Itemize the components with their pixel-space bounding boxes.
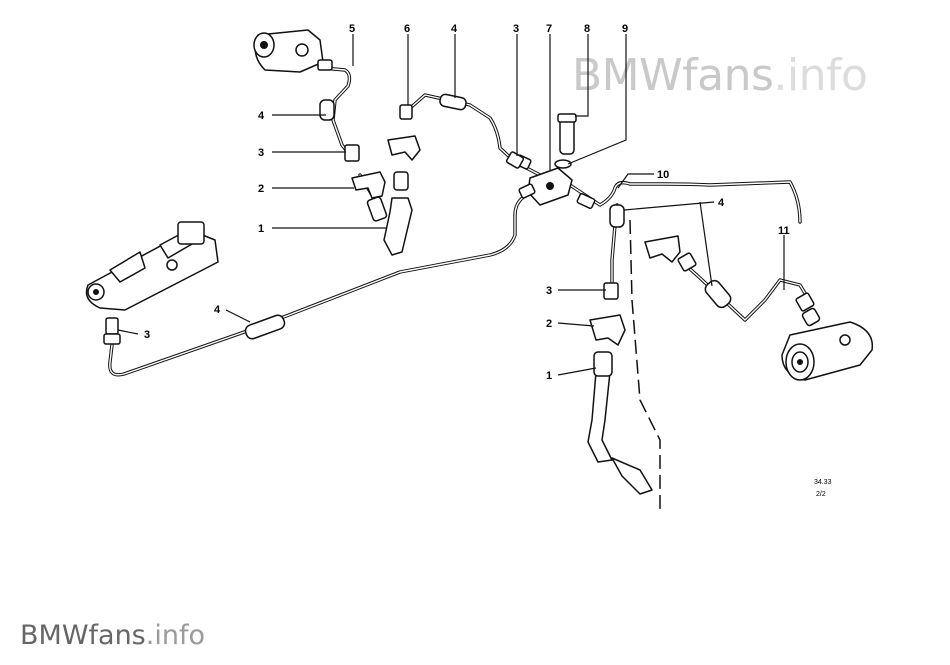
wheel-cylinder-rear-right <box>781 307 874 381</box>
watermark-top: BMWfans.info <box>572 50 867 101</box>
callout-6: 6 <box>404 23 410 35</box>
callout-11: 11 <box>778 225 790 237</box>
protective-sleeves <box>244 93 732 340</box>
master-cylinder <box>85 221 219 345</box>
callout-4-top: 4 <box>451 23 458 35</box>
callout-3-bottom-left: 3 <box>144 329 150 341</box>
brake-hose-front-left <box>366 171 413 256</box>
callout-1-left: 1 <box>258 223 264 235</box>
drawing-code-number: 34.33 <box>814 479 832 486</box>
drawing-code: 34.33 2/2 <box>814 479 832 498</box>
callout-7: 7 <box>546 23 552 35</box>
assembly-guide-line <box>629 219 661 510</box>
drawing-code-sheet: 2/2 <box>816 491 826 498</box>
callout-4-bottom: 4 <box>214 304 221 316</box>
brake-distributor <box>514 154 596 210</box>
callout-4-left: 4 <box>258 110 265 122</box>
callout-10: 10 <box>657 169 669 181</box>
callout-3-right: 3 <box>546 285 552 297</box>
pipe-fittings <box>344 104 815 312</box>
callout-2-left: 2 <box>258 183 264 195</box>
bolt-and-washer <box>554 113 577 169</box>
callout-3-top: 3 <box>513 23 519 35</box>
callout-5: 5 <box>349 23 355 35</box>
brake-pipes <box>108 66 814 377</box>
callouts: 5 6 4 3 7 8 9 4 3 2 1 10 4 11 4 3 3 2 1 <box>144 23 790 382</box>
hose-brackets <box>351 135 681 346</box>
callout-2-right: 2 <box>546 318 552 330</box>
callout-8: 8 <box>584 23 590 35</box>
callout-1-right: 1 <box>546 370 552 382</box>
leader-lines <box>117 34 785 376</box>
callout-9: 9 <box>622 23 628 35</box>
wheel-cylinder-front-left <box>253 29 333 73</box>
watermark-bottom: BMWfans.info <box>20 620 205 651</box>
callout-4-right: 4 <box>718 197 725 209</box>
brake-hose-front-right <box>587 351 653 495</box>
callout-3-left: 3 <box>258 147 264 159</box>
